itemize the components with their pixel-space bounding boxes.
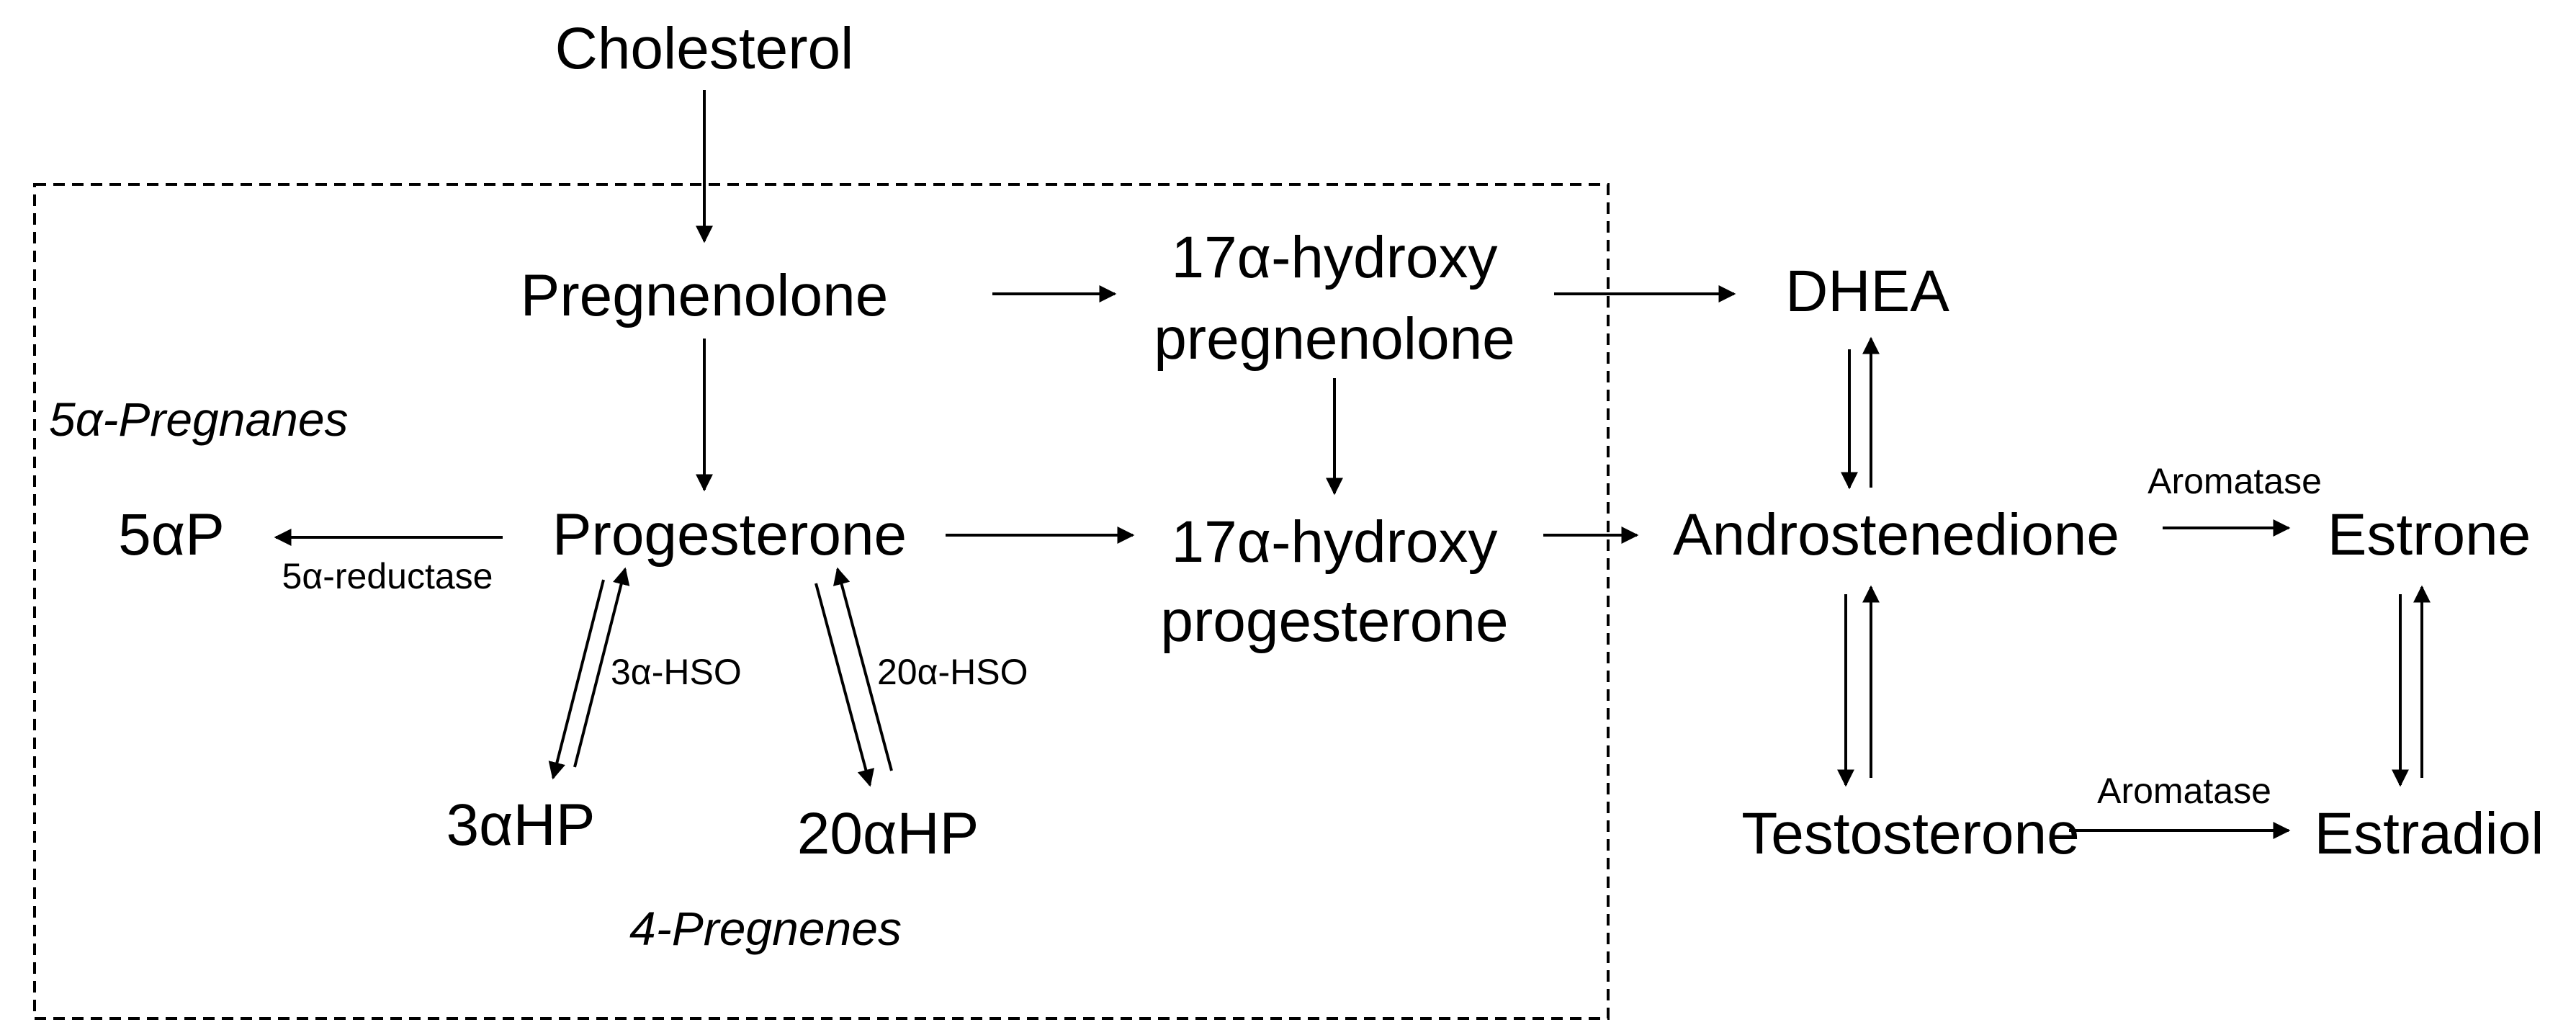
node-17a-hydroxyprogesterone-line2: progesterone	[1160, 588, 1508, 654]
enzyme-label-aromatase-top: Aromatase	[2148, 461, 2322, 501]
node-17a-hydroxypregnenolone-line1: 17α-hydroxy	[1171, 225, 1497, 290]
arrow-progesterone-to-20ahp	[814, 583, 875, 787]
enzyme-label-5a-reductase: 5α-reductase	[282, 556, 493, 596]
node-estrone: Estrone	[2328, 502, 2531, 568]
arrow-progesterone-to-3ahp	[548, 579, 605, 780]
pregnene-group-box	[33, 183, 1610, 1020]
enzyme-label-aromatase-bottom: Aromatase	[2097, 771, 2271, 811]
node-17a-hydroxyprogesterone-line1: 17α-hydroxy	[1171, 509, 1497, 575]
enzyme-label-20a-hso: 20α-HSO	[877, 652, 1028, 692]
node-3ahp: 3αHP	[446, 792, 596, 858]
node-testosterone: Testosterone	[1741, 801, 2080, 866]
node-estradiol: Estradiol	[2314, 801, 2544, 866]
node-17a-hydroxypregnenolone-line2: pregnenolone	[1154, 306, 1515, 372]
node-20ahp: 20αHP	[797, 801, 979, 866]
node-dhea: DHEA	[1785, 259, 1949, 324]
arrow-20ahp-to-progesterone	[833, 567, 893, 771]
node-progesterone: Progesterone	[552, 502, 907, 568]
enzyme-label-3a-hso: 3α-HSO	[611, 652, 742, 692]
node-androstenedione: Androstenedione	[1673, 502, 2119, 568]
node-5ap: 5αP	[118, 502, 225, 568]
arrow-3ahp-to-progesterone	[573, 567, 630, 768]
group-label-5a-pregnanes: 5α-Pregnanes	[49, 393, 349, 446]
node-cholesterol: Cholesterol	[555, 16, 854, 81]
group-label-4-pregnenes: 4-Pregnenes	[629, 902, 902, 955]
node-pregnenolone: Pregnenolone	[521, 263, 889, 328]
